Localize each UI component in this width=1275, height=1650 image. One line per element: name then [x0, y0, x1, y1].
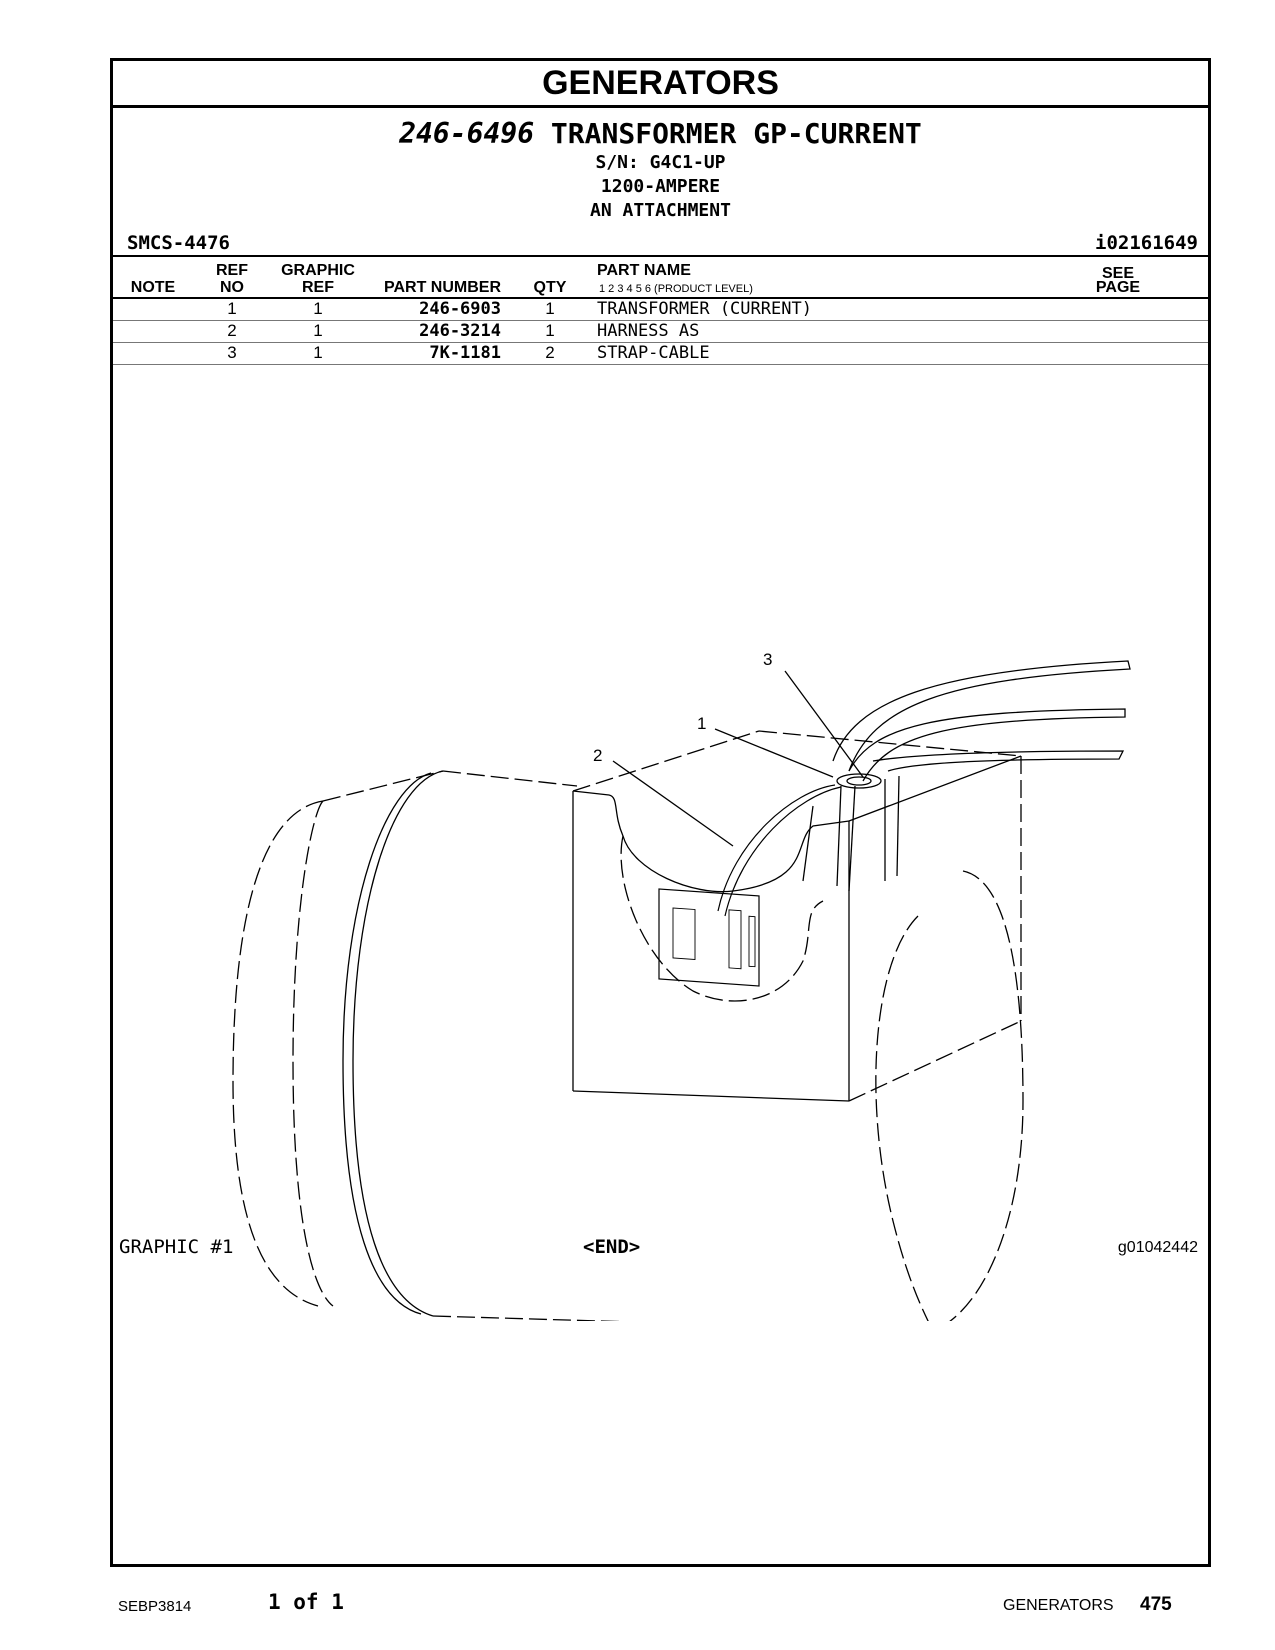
callout-2: 2: [593, 746, 602, 765]
cylinder-left-end: [232, 800, 324, 1307]
cylinder-left-rim-inner: [342, 772, 432, 1315]
graphic-id: g01042442: [1117, 1239, 1198, 1256]
box-cutout: [620, 835, 824, 1002]
graphic-ref: 1: [313, 321, 323, 340]
box-back-left: [572, 730, 760, 792]
parts-illustration: 3 1 2: [232, 650, 1131, 1321]
section-title: GENERATORS: [113, 61, 1208, 108]
callout-1-leader: [714, 728, 834, 778]
part-name: STRAP-CABLE: [597, 343, 710, 363]
col-see-top: SEE: [1101, 265, 1134, 282]
col-part-number: PART NUMBER: [383, 279, 501, 296]
busbar-1: [832, 660, 1131, 772]
col-graphic-bottom: REF: [302, 279, 334, 296]
box-front-bottom: [572, 1090, 850, 1102]
callout-1: 1: [697, 714, 706, 733]
cylinder-bottom-line: [432, 1315, 622, 1321]
current-transformer: [836, 773, 882, 789]
group-title: 246-6496 TRANSFORMER GP-CURRENT: [113, 117, 1208, 150]
cylinder-top-line: [322, 770, 444, 802]
callout-2-leader: [612, 760, 734, 847]
graphic-ref: 1: [313, 343, 323, 362]
col-product-level: 1 2 3 4 5 6 (PRODUCT LEVEL): [599, 283, 753, 295]
ref-no: 3: [227, 343, 237, 362]
current-transformer-inner: [846, 776, 872, 786]
group-part-name: TRANSFORMER GP-CURRENT: [550, 117, 922, 150]
info-id: i02161649: [1095, 232, 1198, 254]
busbar-down-1: [836, 785, 842, 887]
col-note: NOTE: [130, 279, 176, 296]
col-ref-top: REF: [216, 262, 248, 279]
col-ref-bottom: NO: [220, 279, 244, 296]
doc-id: SEBP3814: [118, 1598, 192, 1615]
busbar-3: [872, 750, 1125, 772]
part-name: HARNESS AS: [597, 321, 700, 341]
box-top-right: [848, 755, 1022, 822]
quantity: 1: [545, 321, 555, 340]
table-header-rule: [113, 297, 1208, 299]
footer-section: GENERATORS: [1003, 1597, 1114, 1614]
graphic-label: GRAPHIC #1: [119, 1236, 234, 1258]
box-top-front: [572, 790, 850, 893]
busbar-down-2: [848, 785, 856, 892]
busbar-2: [848, 708, 1126, 782]
circuit-board: [658, 888, 760, 987]
catalog-sheet: GENERATORS 246-6496 TRANSFORMER GP-CURRE…: [110, 58, 1211, 1567]
quantity: 2: [545, 343, 555, 362]
col-part-name: PART NAME: [597, 262, 691, 279]
attachment-line: AN ATTACHMENT: [590, 200, 731, 221]
cylinder-left-rim: [352, 770, 444, 1317]
part-number: 7K-1181: [429, 343, 501, 363]
row-divider: [113, 364, 1208, 365]
cylinder-right-curve: [875, 915, 929, 1321]
cylinder-top-line-2: [442, 770, 578, 787]
page-number: 475: [1140, 1594, 1172, 1615]
part-name: TRANSFORMER (CURRENT): [597, 299, 812, 319]
harness-wire: [717, 784, 836, 912]
col-qty: QTY: [533, 279, 567, 296]
busbar-down-4: [896, 775, 900, 877]
serial-range: S/N: G4C1-UP: [595, 152, 726, 173]
busbar-down-5: [802, 805, 814, 882]
part-number: 246-6903: [419, 299, 501, 319]
callout-3-leader: [784, 670, 864, 778]
smcs-code: SMCS-4476: [127, 232, 230, 254]
box-right-bottom: [848, 1020, 1022, 1102]
box-back-top: [758, 730, 1022, 757]
cylinder-left-flange: [292, 800, 334, 1307]
part-number: 246-3214: [419, 321, 501, 341]
table-top-rule: [113, 255, 1208, 257]
col-graphic-top: GRAPHIC: [281, 262, 355, 279]
group-part-number: 246-6496: [399, 117, 535, 150]
rating-line: 1200-AMPERE: [600, 176, 721, 197]
ref-no: 2: [227, 321, 237, 340]
board-chip-2: [728, 909, 742, 970]
row-divider: [113, 320, 1208, 321]
board-chip-1: [672, 907, 696, 960]
quantity: 1: [545, 299, 555, 318]
end-marker: <END>: [583, 1236, 641, 1258]
graphic-ref: 1: [313, 299, 323, 318]
harness-wire-2: [724, 786, 842, 917]
page-of: 1 of 1: [268, 1590, 344, 1614]
col-see-bottom: PAGE: [1095, 279, 1141, 296]
row-divider: [113, 342, 1208, 343]
cylinder-right-end: [949, 870, 1024, 1321]
board-chip-3: [748, 915, 756, 968]
ref-no: 1: [227, 299, 237, 318]
callout-3: 3: [763, 650, 772, 669]
